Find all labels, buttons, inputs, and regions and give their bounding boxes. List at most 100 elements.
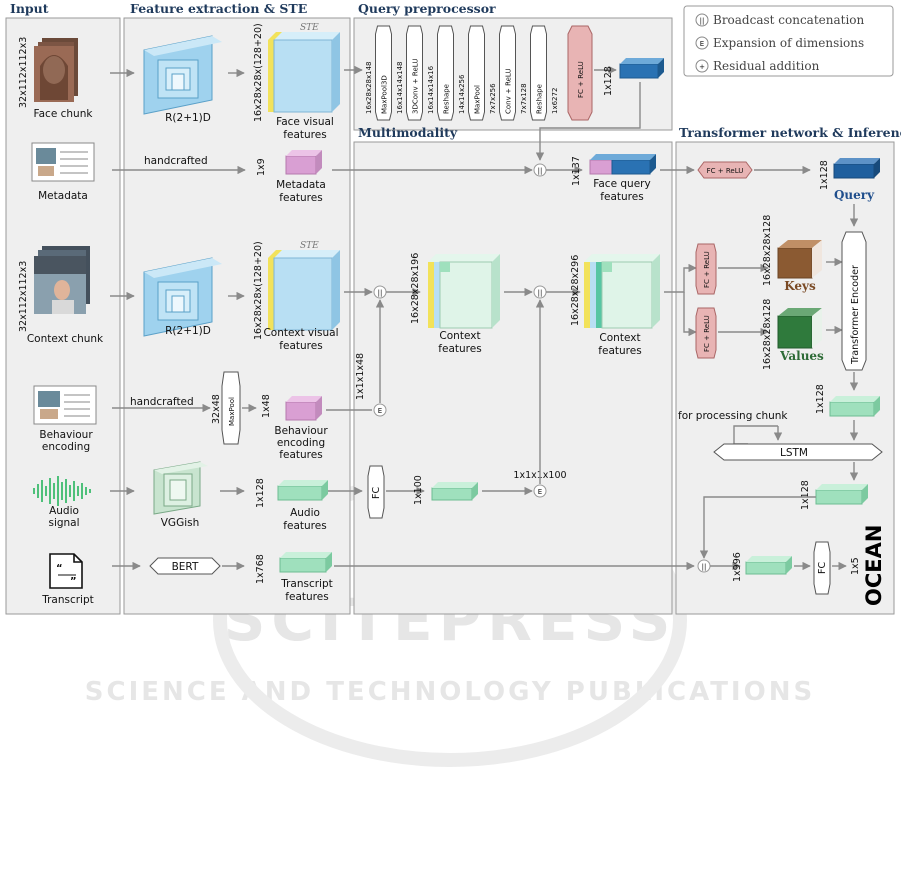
arrow-ctx2-to-values: [683, 292, 697, 337]
svg-text:E: E: [538, 488, 542, 496]
arrow-lstm-to-concat: [699, 496, 816, 559]
qp-dim-label: 1x6272: [551, 88, 559, 114]
qp-output-block: [619, 58, 664, 79]
context-chunk-image: [34, 246, 90, 314]
qp-op-label: MaxPool: [474, 85, 482, 114]
legend-expansion: Expansion of dimensions: [713, 36, 864, 50]
expansion-icon-aud: [533, 484, 547, 498]
multi-fc-label: FC: [371, 487, 382, 499]
q-dim: 1x128: [819, 160, 830, 190]
ctx-label-2: features: [438, 343, 481, 355]
face-vis-label-2: features: [283, 129, 326, 141]
panel-multimodality: [353, 141, 673, 615]
lstm-dim: 1x128: [800, 480, 811, 510]
r21d-context-label: R(2+1)D: [165, 325, 211, 337]
qp-op-block: [499, 25, 516, 121]
title-multimodality: Multimodality: [358, 125, 458, 140]
title-input: Input: [10, 1, 49, 16]
qp-fc-block: [567, 25, 593, 121]
qp-dim-label: 7x7x256: [489, 83, 497, 114]
r21d-face-label: R(2+1)D: [165, 112, 211, 124]
meta-dim: 1x9: [256, 158, 267, 176]
tf-fc-relu-label-2: FC + ReLU: [703, 251, 711, 288]
proc-chunk-label: for processing chunk: [678, 410, 788, 422]
ctx2-label-1: Context: [599, 332, 640, 344]
expansion-icon-beh: [373, 403, 387, 417]
maxpool-label: MaxPool: [228, 397, 236, 426]
multi-fc-block: [367, 465, 385, 519]
watermark-line2: SCIENCE AND TECHNOLOGY PUBLICATIONS: [85, 677, 815, 707]
svg-text:||: ||: [700, 17, 705, 25]
encoder-output-block: [829, 396, 880, 417]
vggish-label: VGGish: [161, 517, 200, 529]
beh-feat-label-1: Behaviour: [274, 425, 328, 437]
tf-fc-relu-label-1: FC + ReLU: [707, 167, 744, 175]
beh-feat-label-3: features: [279, 449, 322, 461]
values-label: Values: [779, 349, 824, 363]
arrow-ctx2-to-keys: [664, 263, 697, 293]
face-vis-dim: 16x28x28x(128+20): [253, 23, 264, 122]
audio-fc-block: [431, 482, 478, 501]
ocean-output: OCEAN: [862, 525, 886, 606]
qp-op-block: [375, 25, 392, 121]
tr-feat-label-1: Transcript: [280, 578, 333, 590]
keys-block: [777, 240, 822, 279]
query-block: [833, 158, 880, 179]
qp-out-dim: 1x128: [603, 66, 614, 96]
tr-dim: 1x768: [255, 554, 266, 584]
lstm-output-block: [815, 484, 868, 505]
aud-dim: 1x128: [255, 478, 266, 508]
behaviour-label-1: Behaviour: [39, 429, 93, 441]
audio-label-1: Audio: [49, 505, 79, 517]
behaviour-features-block: [285, 396, 322, 421]
qp-op-label: Conv + ReLU: [505, 68, 513, 114]
context2-features-block: [584, 254, 660, 329]
qp-fc-label: FC + ReLU: [577, 61, 585, 98]
aud-feat-label-2: features: [283, 520, 326, 532]
context-visual-features-block: [268, 250, 340, 331]
cat-dim: 1x996: [732, 552, 743, 582]
ste-label-1: STE: [300, 23, 319, 33]
qp-op-label: Reshape: [536, 84, 544, 114]
qp-op-block: [468, 25, 485, 121]
broadcast-concat-icon: [695, 13, 709, 27]
out-dim: 1x5: [850, 557, 861, 575]
panel-input: [5, 17, 121, 615]
face-chunk-dim: 32x112x112x3: [18, 37, 29, 108]
face-chunk-label: Face chunk: [34, 108, 94, 120]
audio-label-2: signal: [48, 517, 79, 529]
fc-dim: 1x100: [413, 475, 424, 505]
legend-box: [683, 5, 894, 77]
final-concat-block: [745, 556, 792, 575]
ctx-dim: 16x28x28x196: [410, 253, 421, 324]
keys-label: Keys: [784, 279, 816, 293]
meta-feat-label-2: features: [279, 192, 322, 204]
lstm-label: LSTM: [780, 447, 808, 459]
qp-dim-label: 14x14x256: [458, 74, 466, 114]
face-vis-label-1: Face visual: [276, 116, 334, 128]
tr-feat-label-2: features: [285, 591, 328, 603]
k-dim: 16x28x28x128: [762, 215, 773, 286]
svg-text:E: E: [700, 40, 704, 48]
enc-dim: 1x128: [815, 384, 826, 414]
context-chunk-dim: 32x112x112x3: [18, 261, 29, 332]
qp-op-label: 3DConv + ReLU: [412, 59, 420, 114]
behaviour-icon: [33, 385, 97, 425]
audio-waveform-icon: [33, 476, 91, 506]
qp-op-label: MaxPool3D: [381, 75, 389, 114]
lstm-block: [713, 443, 883, 461]
metadata-features-block: [285, 150, 322, 175]
svg-text:+: +: [699, 63, 705, 71]
ctx-vis-label-2: features: [279, 340, 322, 352]
svg-text:E: E: [378, 407, 382, 415]
face-query-features-block: [589, 154, 656, 175]
svg-text:“: “: [56, 563, 63, 574]
svg-text:||: ||: [538, 167, 543, 175]
values-block: [777, 308, 822, 349]
qp-dim-label: 16x14x14x148: [396, 61, 404, 114]
qp-op-block: [406, 25, 423, 121]
face-chunk-image: [34, 38, 78, 102]
transcript-features-block: [279, 552, 332, 573]
ctx-vis-label-1: Context visual: [263, 327, 338, 339]
